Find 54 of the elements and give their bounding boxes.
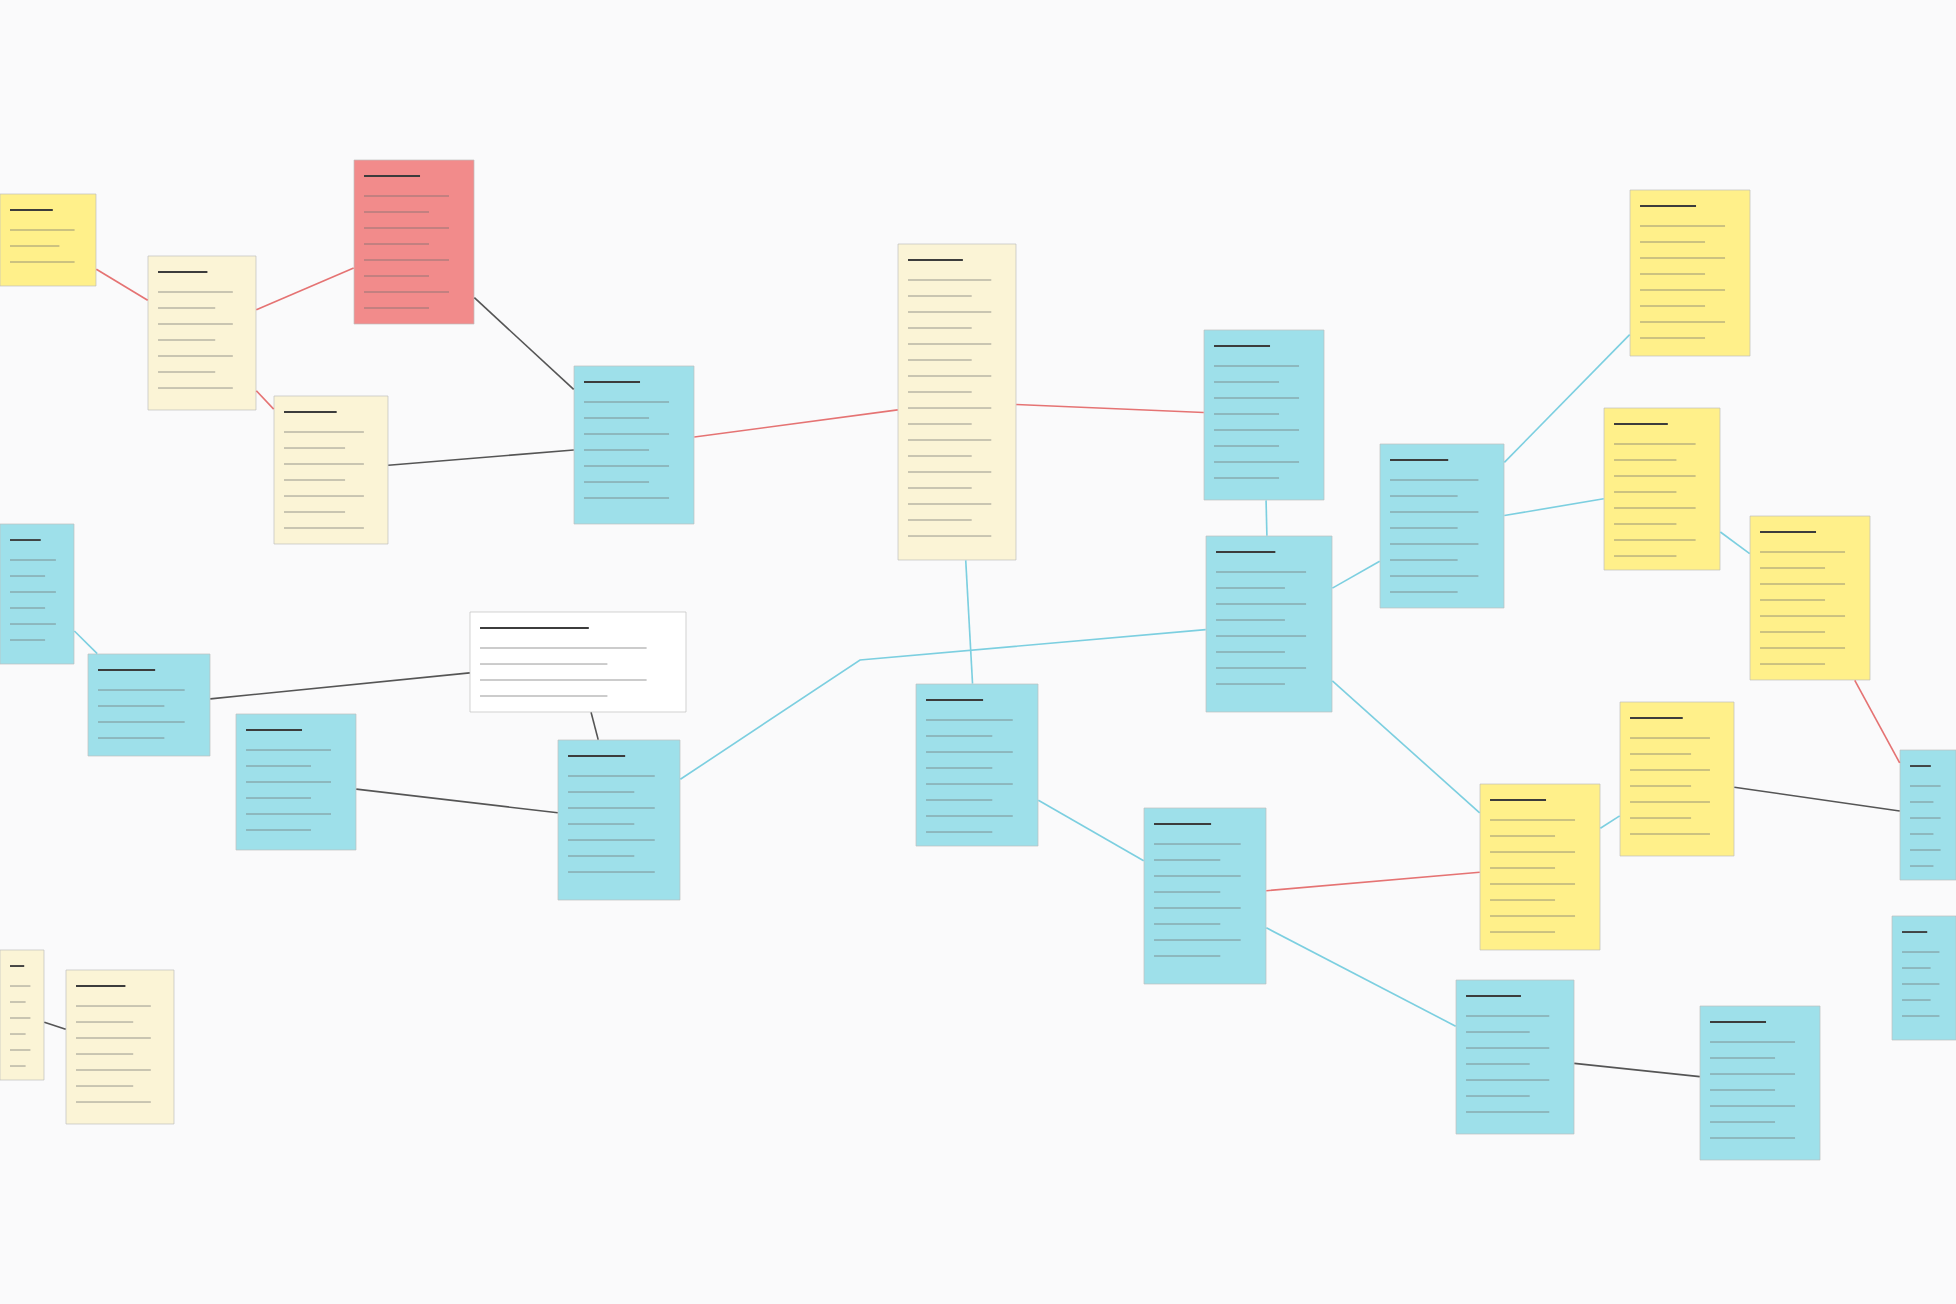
connector-line xyxy=(95,268,149,301)
card xyxy=(915,683,1039,847)
card xyxy=(353,159,475,325)
card xyxy=(1379,443,1505,609)
connector-line xyxy=(355,788,559,814)
connector-line xyxy=(1599,815,1621,830)
connector-line xyxy=(209,672,471,700)
card xyxy=(557,739,681,901)
connector-line xyxy=(1331,560,1381,589)
card xyxy=(1899,749,1956,881)
card xyxy=(897,243,1017,561)
connector-line xyxy=(1015,403,1205,414)
connector-line xyxy=(1573,1062,1701,1078)
connector-line xyxy=(1503,333,1631,464)
card xyxy=(573,365,695,525)
connector-line xyxy=(693,409,899,438)
connector-line xyxy=(1503,498,1605,517)
card xyxy=(147,255,257,411)
card xyxy=(1699,1005,1821,1161)
card xyxy=(1603,407,1721,571)
card xyxy=(1479,783,1601,951)
card xyxy=(65,969,175,1125)
card xyxy=(1143,807,1267,985)
card xyxy=(1205,535,1333,713)
card xyxy=(1749,515,1871,681)
connector-line xyxy=(1265,499,1268,537)
card xyxy=(235,713,357,851)
connector-line xyxy=(473,296,575,391)
connector-line xyxy=(387,449,575,467)
connector-line xyxy=(73,630,99,655)
connector-line xyxy=(255,267,355,311)
card xyxy=(0,193,97,287)
connector-line xyxy=(1265,871,1481,892)
connector-line xyxy=(1733,786,1901,812)
card xyxy=(1629,189,1751,357)
connector-line xyxy=(964,559,974,685)
card xyxy=(87,653,211,757)
card xyxy=(273,395,389,545)
connector-line xyxy=(1853,679,1901,764)
card xyxy=(1203,329,1325,501)
card xyxy=(1455,979,1575,1135)
connector-line xyxy=(1719,531,1751,555)
connector-line xyxy=(43,1021,67,1031)
card xyxy=(0,949,45,1081)
connector-line xyxy=(679,628,1207,781)
card xyxy=(1891,915,1956,1041)
connector-line xyxy=(1331,679,1481,814)
connector-line xyxy=(1265,927,1457,1028)
connector-line xyxy=(255,389,275,410)
connector-line xyxy=(1037,799,1145,862)
card xyxy=(469,611,687,713)
card xyxy=(0,523,75,665)
card xyxy=(1619,701,1735,857)
connector-line xyxy=(590,711,599,741)
